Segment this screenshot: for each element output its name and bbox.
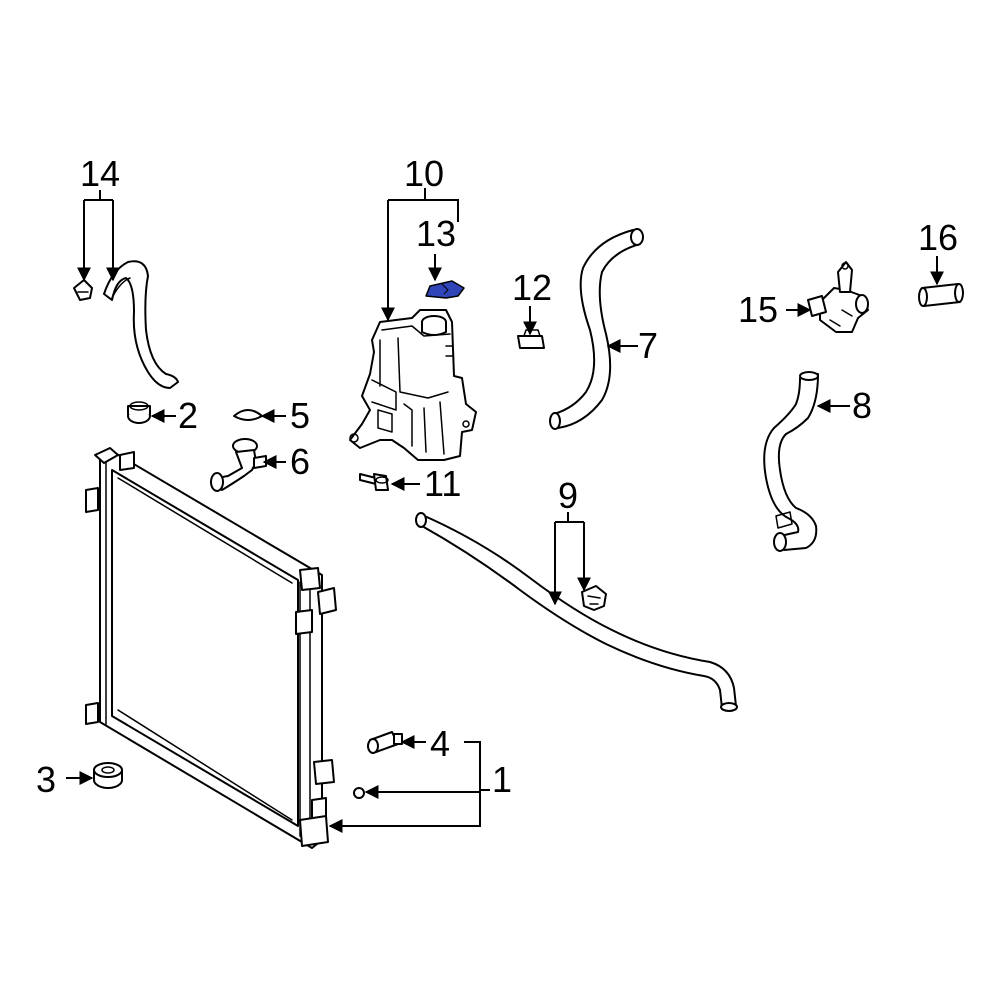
leader-lines bbox=[66, 188, 944, 833]
callout-6: 6 bbox=[290, 441, 310, 482]
hose-8[interactable] bbox=[763, 371, 819, 552]
callout-12: 12 bbox=[512, 267, 552, 308]
part-3-mount-cushion[interactable] bbox=[93, 762, 123, 789]
callout-8: 8 bbox=[852, 385, 872, 426]
part-11-bolt[interactable] bbox=[359, 473, 389, 491]
part-16-sleeve[interactable] bbox=[918, 283, 964, 307]
callout-10: 10 bbox=[404, 153, 444, 194]
part-1-o-ring[interactable] bbox=[353, 787, 365, 799]
part-15-connector[interactable] bbox=[807, 261, 869, 333]
part-6-filler-neck[interactable] bbox=[210, 438, 267, 492]
hose-14-clip[interactable] bbox=[73, 279, 93, 301]
hose-7[interactable] bbox=[549, 228, 644, 430]
part-5-cap[interactable] bbox=[233, 409, 263, 421]
callout-numbers: 1 2 3 4 5 6 7 8 9 10 11 12 13 14 15 16 bbox=[36, 153, 958, 800]
callout-11: 11 bbox=[424, 463, 461, 504]
callout-15: 15 bbox=[738, 289, 778, 330]
callout-3: 3 bbox=[36, 759, 56, 800]
callout-1: 1 bbox=[492, 759, 512, 800]
callout-4: 4 bbox=[430, 723, 450, 764]
radiator[interactable] bbox=[85, 447, 337, 849]
part-4-drain-cock[interactable] bbox=[367, 731, 403, 754]
part-13-highlighted-bracket[interactable] bbox=[425, 280, 465, 299]
hose-14[interactable] bbox=[103, 260, 179, 389]
callout-14: 14 bbox=[80, 153, 120, 194]
hose-9-clip[interactable] bbox=[581, 585, 607, 611]
callout-2: 2 bbox=[178, 395, 198, 436]
part-2-plug[interactable] bbox=[127, 401, 151, 424]
callout-9: 9 bbox=[558, 475, 578, 516]
callout-13: 13 bbox=[416, 213, 456, 254]
callout-5: 5 bbox=[290, 395, 310, 436]
reservoir-tank[interactable] bbox=[349, 309, 477, 461]
hose-9[interactable] bbox=[415, 512, 738, 712]
callout-7: 7 bbox=[638, 325, 658, 366]
callout-16: 16 bbox=[918, 217, 958, 258]
